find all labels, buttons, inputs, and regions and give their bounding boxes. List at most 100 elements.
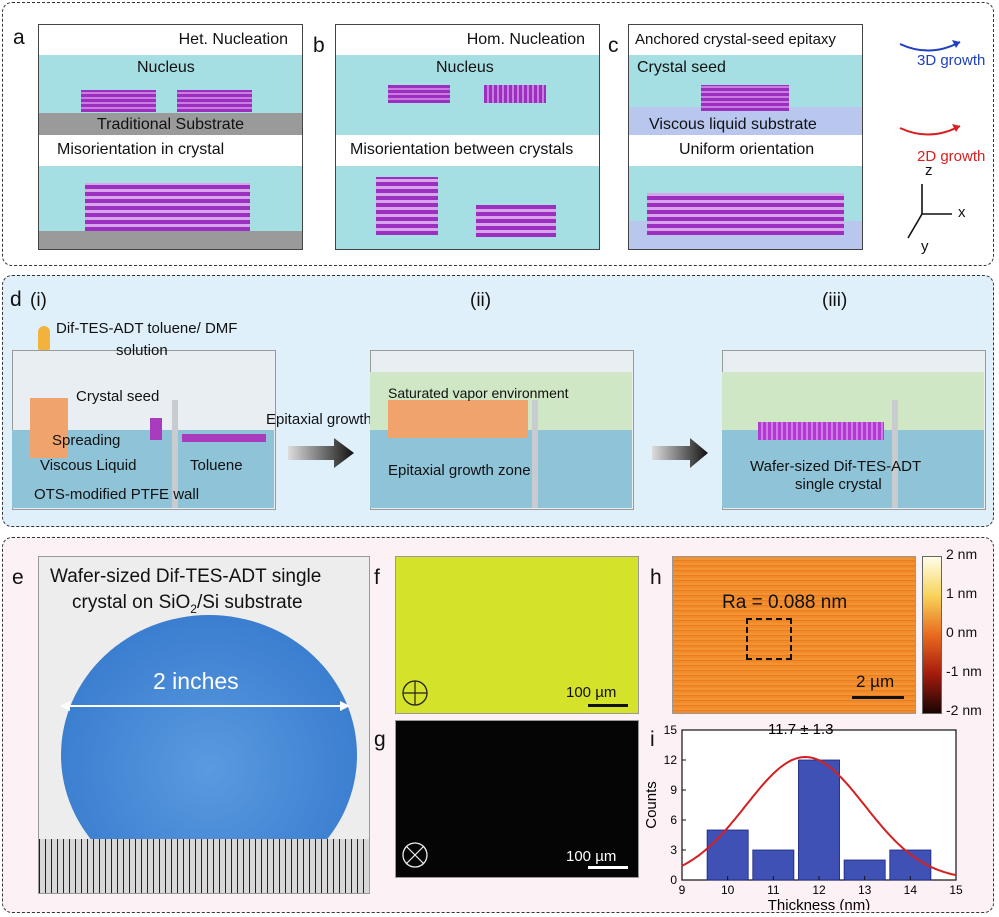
bar-11: [752, 849, 795, 881]
step3-tag: (iii): [822, 290, 848, 311]
axis-z-label: z: [925, 162, 933, 179]
fit-annotation: 11.7 ± 1.3: [768, 721, 834, 738]
panel-h-scale-bar: [852, 696, 904, 699]
tank-2-film: [388, 400, 528, 438]
growth-3d-arrow-icon: [899, 41, 961, 52]
panel-a-letter: a: [13, 26, 25, 49]
y-tick-label-12: 12: [664, 753, 678, 767]
wafer-size-arrow-icon: [60, 701, 350, 711]
panel-c-uniform-crystal: [647, 193, 844, 235]
panel-a-crystal-right: [177, 90, 252, 112]
x-tick-label-14: 14: [904, 883, 918, 897]
crosshair-polarizer-icon: [402, 680, 428, 706]
bar-10: [706, 829, 749, 881]
colorbar-tick-1: 1 nm: [946, 585, 978, 601]
colorbar-tick-0: 2 nm: [946, 546, 978, 562]
x-tick-label-15: 15: [949, 883, 963, 897]
process-arrow-1-icon: [288, 438, 354, 468]
x-tick-label-9: 9: [679, 883, 686, 897]
panel-a-box: Het. Nucleation Nucleus Traditional Subs…: [38, 24, 303, 250]
panel-a-subtitle: Misorientation in crystal: [57, 141, 225, 158]
toluene-label: Toluene: [190, 457, 243, 474]
panel-a-nucleus-label: Nucleus: [137, 59, 195, 76]
process-arrow-2-icon: [652, 438, 708, 468]
dropper-icon: [38, 326, 50, 350]
cross-polarizer-icon: [402, 842, 428, 868]
wafer-size-label: 2 inches: [153, 668, 239, 694]
panel-b-crystal-right: [484, 85, 546, 103]
panel-c-letter: c: [608, 34, 619, 57]
panel-c-title: Anchored crystal-seed epitaxy: [635, 31, 836, 48]
panel-b-subtitle: Misorientation between crystals: [350, 141, 574, 158]
panel-b-crystal-left: [388, 85, 450, 103]
y-axis-label: Counts: [643, 781, 660, 829]
epitaxial-growth-label: Epitaxial growth: [266, 411, 372, 428]
y-tick-label-6: 6: [670, 813, 677, 827]
wafer-caption-2a: crystal on SiO: [72, 592, 191, 613]
panel-e-letter: e: [12, 566, 24, 589]
gaussian-fit-line: [681, 755, 957, 877]
panel-c-subtitle: Uniform orientation: [679, 141, 815, 158]
colorbar-tick-3: -1 nm: [946, 663, 982, 679]
wafer-caption-1: Wafer-sized Dif-TES-ADT single: [50, 566, 322, 587]
panel-c-liquid-substrate: [629, 107, 862, 135]
viscous-liquid-label: Viscous Liquid: [40, 457, 137, 474]
panel-b-box: Hom. Nucleation Nucleus Misorientation b…: [335, 24, 600, 250]
x-tick-label-10: 10: [721, 883, 735, 897]
tank-3-divider: [892, 400, 898, 508]
growth-zone-label: Epitaxial growth zone: [388, 462, 531, 479]
tank-2-liquid: [370, 430, 632, 508]
panel-b-top-medium: [336, 55, 599, 135]
panel-f-letter: f: [374, 566, 380, 589]
panel-f-image: [395, 556, 639, 714]
tank-2-divider: [532, 400, 538, 508]
axis-x-label: x: [958, 204, 966, 221]
axis-y-icon: [907, 213, 923, 239]
panel-c-seed-crystal: [701, 85, 789, 111]
solution-label: Dif-TES-ADT toluene/ DMF: [56, 320, 238, 337]
wafer-caption-2-sub: 2: [190, 601, 197, 616]
y-tick-label-15: 15: [664, 723, 678, 737]
x-tick-label-11: 11: [767, 883, 780, 897]
wafer-caption-2: crystal on SiO2/Si substrate: [72, 592, 303, 616]
growth-legend: [899, 40, 961, 239]
panel-b-flat-crystal: [476, 205, 556, 237]
solution-label-2: solution: [116, 342, 168, 359]
panel-a-substrate: [39, 113, 302, 135]
panel-d-letter: d: [10, 288, 22, 311]
panel-h-afm-image: [672, 556, 916, 714]
roughness-label: Ra = 0.088 nm: [722, 592, 848, 613]
x-tick-label-13: 13: [858, 883, 872, 897]
panel-abc-frame: [2, 2, 994, 266]
y-tick-label-9: 9: [670, 783, 677, 797]
panel-f-scale-label: 100 µm: [566, 684, 617, 701]
panel-g-scale-label: 100 µm: [566, 848, 617, 865]
product-label-2: single crystal: [795, 476, 882, 493]
legend-3d-label: 3D growth: [917, 52, 986, 69]
growth-2d-arrowhead-icon: [952, 124, 960, 132]
step2-tag: (ii): [470, 290, 492, 311]
colorbar-tick-4: -2 nm: [946, 702, 982, 718]
product-label-1: Wafer-sized Dif-TES-ADT: [750, 458, 922, 475]
panel-c-substrate-label: Viscous liquid substrate: [649, 116, 817, 133]
bar-12: [798, 759, 840, 881]
colorbar: [922, 556, 942, 714]
panel-a-substrate-label: Traditional Substrate: [97, 116, 245, 133]
panel-g-image: [395, 720, 639, 878]
panel-i-letter: i: [650, 728, 655, 751]
wall-label: OTS-modified PTFE wall: [34, 486, 200, 503]
panel-e-photo: [38, 556, 370, 894]
panel-c-box: Anchored crystal-seed epitaxy Crystal se…: [628, 24, 863, 250]
axis-y-label: y: [921, 238, 929, 255]
panel-b-cube-crystal: [376, 177, 438, 235]
x-tick-label-12: 12: [812, 883, 826, 897]
panel-g-scale-bar: [588, 866, 628, 869]
x-axis-label: Thickness (nm): [768, 897, 871, 910]
panel-b-nucleus-label: Nucleus: [436, 59, 494, 76]
panel-f-scale-bar: [588, 704, 628, 707]
step1-tag: (i): [30, 290, 47, 311]
growth-2d-arrow-icon: [899, 125, 961, 136]
colorbar-tick-2: 0 nm: [946, 624, 978, 640]
spreading-label: Spreading: [52, 432, 121, 449]
